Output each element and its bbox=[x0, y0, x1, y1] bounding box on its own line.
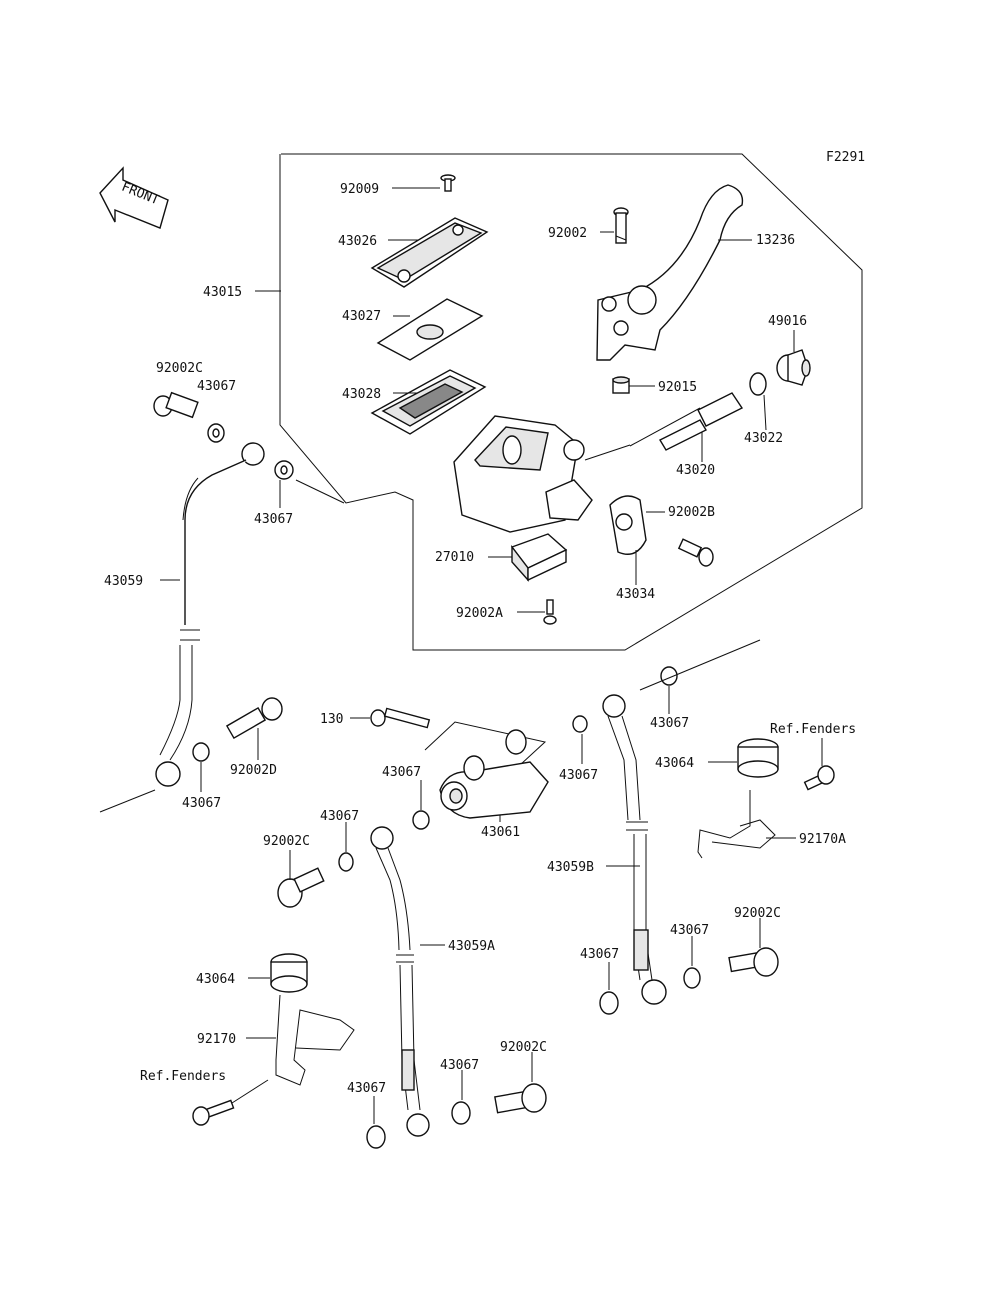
banjo-bolt-92002C-upper bbox=[153, 391, 199, 419]
screw-92002A bbox=[517, 599, 557, 625]
washer-43067-k bbox=[451, 1070, 471, 1125]
label-43067-k: 43067 bbox=[440, 1058, 479, 1073]
washer-43067-b bbox=[274, 460, 345, 508]
diaphragm-43028 bbox=[370, 369, 487, 435]
label-43064-right: 43064 bbox=[655, 756, 694, 771]
brake-hose-43059B bbox=[602, 694, 667, 1005]
grommet-43064-right bbox=[708, 738, 779, 778]
cylinder-43061 bbox=[424, 721, 549, 822]
label-43067-i: 43067 bbox=[580, 947, 619, 962]
bolt-92002B bbox=[646, 511, 714, 567]
washer-43067-f bbox=[572, 715, 588, 764]
assembly-outline bbox=[279, 153, 863, 651]
nut-92015 bbox=[612, 376, 655, 394]
screw-92009 bbox=[392, 174, 456, 192]
clamp-92170A bbox=[697, 790, 796, 859]
label-92002A: 92002A bbox=[456, 606, 503, 621]
label-92002: 92002 bbox=[548, 226, 587, 241]
label-43067-g: 43067 bbox=[650, 716, 689, 731]
circlip-43022 bbox=[749, 372, 767, 431]
label-43059A: 43059A bbox=[448, 939, 495, 954]
label-43067-f: 43067 bbox=[559, 768, 598, 783]
switch-27010 bbox=[488, 533, 568, 582]
label-27010: 27010 bbox=[435, 550, 474, 565]
piston-kit-43020 bbox=[629, 392, 744, 462]
washer-43067-h bbox=[683, 936, 701, 989]
washer-43067-d bbox=[412, 780, 430, 830]
label-92002D: 92002D bbox=[230, 763, 277, 778]
label-43028: 43028 bbox=[342, 387, 381, 402]
label-43034: 43034 bbox=[616, 587, 655, 602]
label-43064-left: 43064 bbox=[196, 972, 235, 987]
grommet-43064-left bbox=[248, 953, 308, 993]
washer-43067-j bbox=[366, 1096, 386, 1149]
label-92002C-upper: 92002C bbox=[156, 361, 203, 376]
label-92002B: 92002B bbox=[668, 505, 715, 520]
label-92015: 92015 bbox=[658, 380, 697, 395]
diaphragm-plate-43027 bbox=[376, 298, 484, 361]
label-13236: 13236 bbox=[756, 233, 795, 248]
reservoir-cap-43026 bbox=[370, 217, 489, 288]
bolt-130 bbox=[350, 707, 431, 729]
label-ref-fenders-right: Ref.Fenders bbox=[770, 722, 856, 737]
washer-43067-i bbox=[599, 962, 619, 1015]
label-43067-h: 43067 bbox=[670, 923, 709, 938]
label-43067-e: 43067 bbox=[320, 809, 359, 824]
label-43020: 43020 bbox=[676, 463, 715, 478]
label-92170: 92170 bbox=[197, 1032, 236, 1047]
master-cylinder-body bbox=[453, 415, 631, 533]
brake-hose-43059A bbox=[370, 826, 445, 1137]
label-ref-fenders-left: Ref.Fenders bbox=[140, 1069, 226, 1084]
label-43067-a: 43067 bbox=[197, 379, 236, 394]
banjo-bolt-92002C-bottom bbox=[494, 1052, 547, 1114]
label-43026: 43026 bbox=[338, 234, 377, 249]
label-43061: 43061 bbox=[481, 825, 520, 840]
brake-hose-43059 bbox=[99, 442, 265, 813]
washer-43067-e bbox=[338, 822, 354, 872]
washer-43067-a bbox=[207, 423, 225, 443]
clamp-43034 bbox=[609, 495, 647, 585]
label-43015: 43015 bbox=[203, 285, 242, 300]
label-43022: 43022 bbox=[744, 431, 783, 446]
label-43067-d: 43067 bbox=[382, 765, 421, 780]
washer-43067-c bbox=[192, 742, 210, 792]
label-130: 130 bbox=[320, 712, 343, 727]
label-43059B: 43059B bbox=[547, 860, 594, 875]
banjo-bolt-92002C-mid bbox=[277, 850, 325, 908]
figure-code: F2291 bbox=[826, 150, 865, 165]
label-92002C-mid: 92002C bbox=[263, 834, 310, 849]
label-43059: 43059 bbox=[104, 574, 143, 589]
label-43067-j: 43067 bbox=[347, 1081, 386, 1096]
clamp-92170 bbox=[246, 994, 355, 1086]
label-92002C-bottom: 92002C bbox=[500, 1040, 547, 1055]
screw-ref-fenders-left bbox=[192, 1079, 269, 1126]
dust-boot-49016 bbox=[776, 330, 811, 386]
washer-43067-g bbox=[639, 639, 761, 714]
front-direction-arrow: FRONT bbox=[99, 166, 169, 229]
pivot-bolt-92002 bbox=[600, 207, 629, 244]
banjo-bolt-92002C-right bbox=[728, 918, 779, 977]
label-92002C-right: 92002C bbox=[734, 906, 781, 921]
label-92009: 92009 bbox=[340, 182, 379, 197]
label-43067-c: 43067 bbox=[182, 796, 221, 811]
screw-ref-fenders-right bbox=[803, 738, 835, 791]
label-43027: 43027 bbox=[342, 309, 381, 324]
label-43067-b: 43067 bbox=[254, 512, 293, 527]
bolt-92002D bbox=[225, 697, 283, 760]
label-49016: 49016 bbox=[768, 314, 807, 329]
brake-lever-13236 bbox=[596, 184, 752, 361]
label-92170A: 92170A bbox=[799, 832, 846, 847]
